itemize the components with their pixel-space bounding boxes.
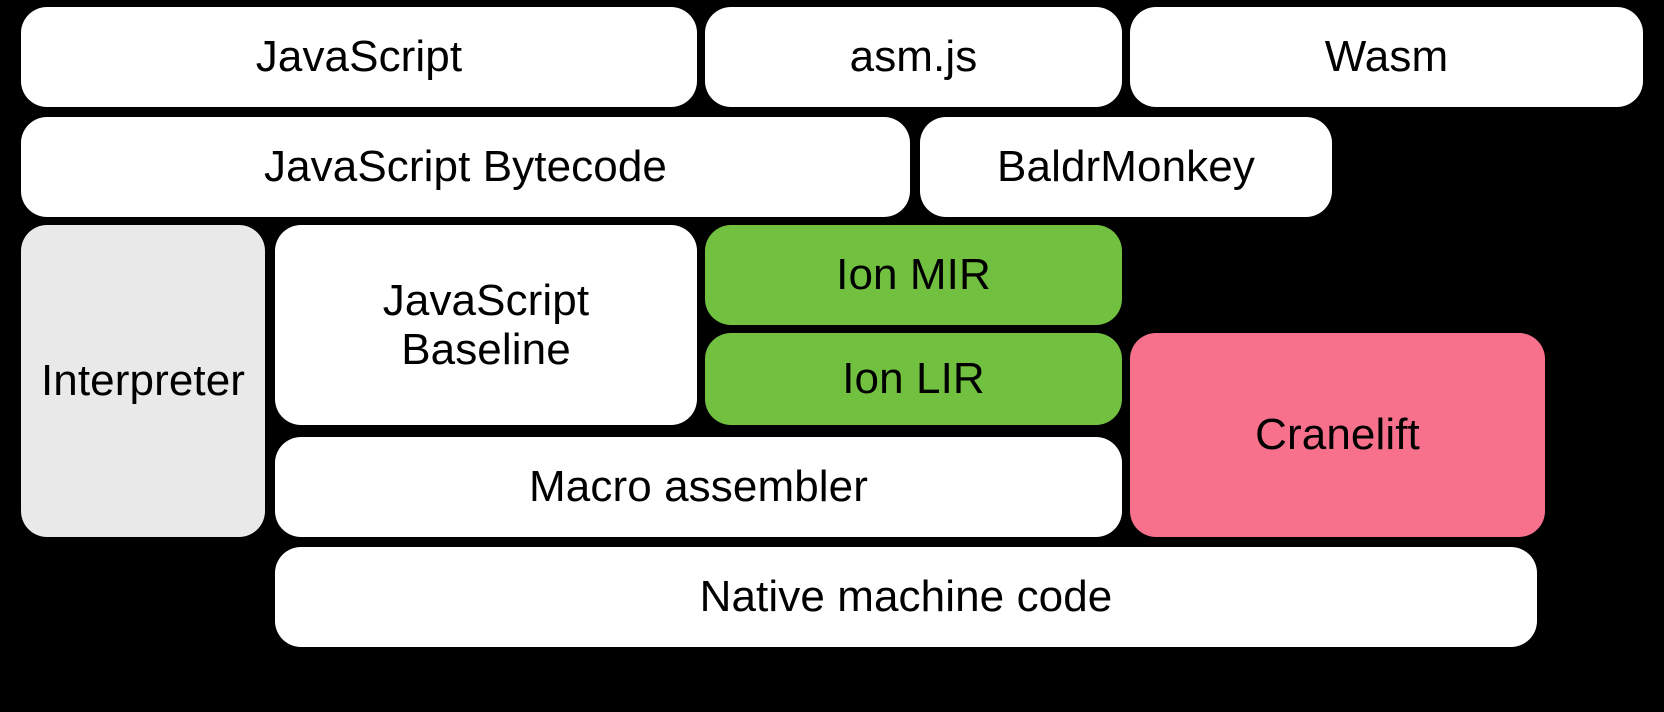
node-ion-lir[interactable]: Ion LIR [705,333,1122,425]
node-label-ion-lir: Ion LIR [842,354,985,404]
node-interpreter[interactable]: Interpreter [21,225,265,537]
node-cranelift[interactable]: Cranelift [1130,333,1545,537]
node-baldrmonkey[interactable]: BaldrMonkey [920,117,1332,217]
node-label-wasm: Wasm [1324,32,1449,82]
node-javascript-baseline[interactable]: JavaScript Baseline [275,225,697,425]
node-label-macro-assembler: Macro assembler [529,462,868,512]
node-label-cranelift: Cranelift [1255,410,1420,460]
node-label-interpreter: Interpreter [40,356,246,406]
node-label-baldrmonkey: BaldrMonkey [997,142,1255,192]
node-native-machine-code[interactable]: Native machine code [275,547,1537,647]
node-javascript-bytecode[interactable]: JavaScript Bytecode [21,117,910,217]
node-ion-mir[interactable]: Ion MIR [705,225,1122,325]
node-asm-js[interactable]: asm.js [705,7,1122,107]
node-wasm[interactable]: Wasm [1130,7,1643,107]
node-label-native-machine-code: Native machine code [699,572,1113,622]
node-label-javascript-baseline: JavaScript Baseline [382,275,590,374]
node-label-asm-js: asm.js [849,32,978,82]
node-label-javascript: JavaScript [255,32,463,82]
node-javascript[interactable]: JavaScript [21,7,697,107]
node-macro-assembler[interactable]: Macro assembler [275,437,1122,537]
node-label-ion-mir: Ion MIR [836,250,991,300]
node-label-javascript-bytecode: JavaScript Bytecode [264,142,667,192]
